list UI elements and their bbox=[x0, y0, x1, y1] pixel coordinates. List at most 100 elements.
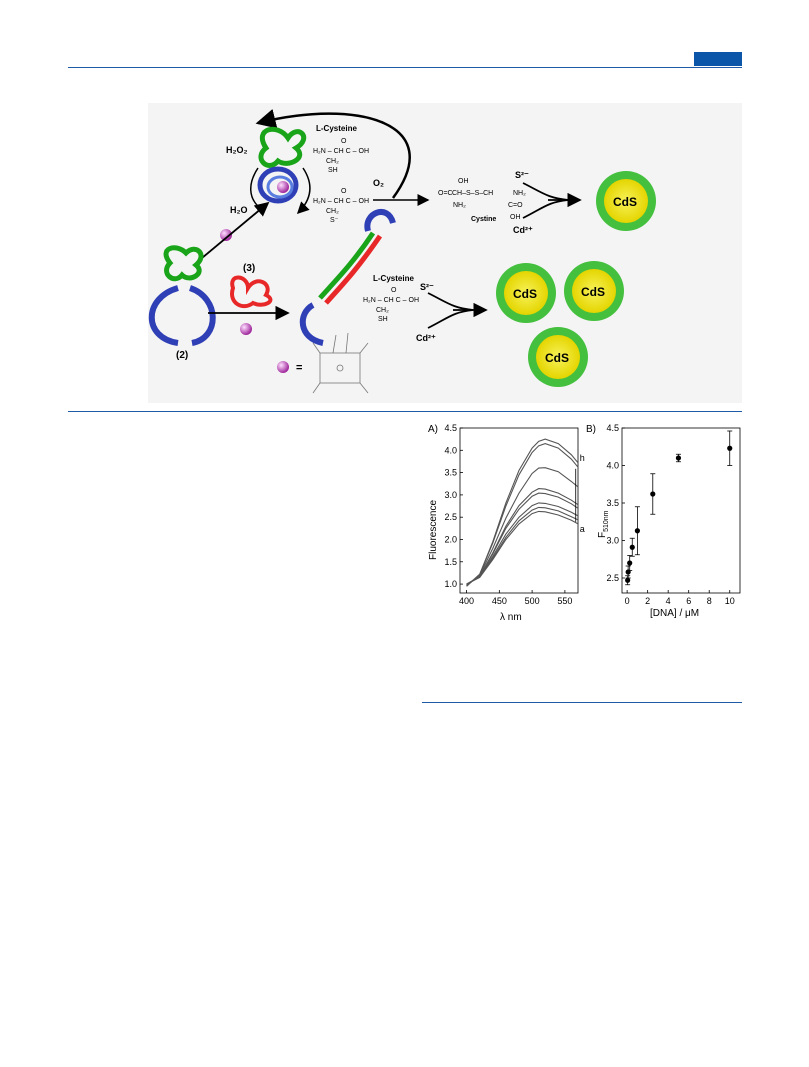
chart-a-curve-label-h: h bbox=[580, 453, 585, 463]
s2-bottom-label: S²⁻ bbox=[420, 282, 434, 292]
chart-a-series-line bbox=[466, 510, 579, 585]
chart-b-point bbox=[627, 560, 633, 566]
svg-text:CdS: CdS bbox=[545, 351, 569, 365]
chart-a-ytick-label: 2.5 bbox=[444, 512, 457, 522]
hairpin-2 bbox=[148, 245, 216, 346]
panel-b-label: B) bbox=[586, 424, 596, 435]
chart-a-ytick-label: 1.5 bbox=[444, 557, 457, 567]
chart-a-series-line bbox=[466, 488, 579, 586]
chart-b-point bbox=[625, 577, 631, 583]
dnazyme-complex bbox=[257, 126, 307, 204]
recycle-arrow bbox=[255, 109, 411, 199]
h2o-label: H₂O bbox=[230, 205, 248, 215]
chart-a-ytick-label: 3.0 bbox=[444, 490, 457, 500]
chart-b-point bbox=[629, 544, 635, 550]
figure-rule bbox=[68, 411, 742, 412]
bottom-rule bbox=[422, 702, 742, 703]
charts-svg: A) B) λ nm Fluorescence [DNA] / μM F510n… bbox=[428, 423, 741, 623]
cd2-top-label: Cd²⁺ bbox=[513, 225, 533, 235]
equals-label: = bbox=[296, 362, 302, 374]
chart-b-ytick-label: 2.5 bbox=[606, 573, 619, 583]
svg-text:OH: OH bbox=[510, 214, 521, 221]
chart-a-curve-label-a: a bbox=[580, 524, 585, 534]
hemin-sphere-2 bbox=[240, 323, 252, 335]
chart-b-xtick-label: 0 bbox=[625, 596, 630, 606]
chart-b-ylabel: F510nm bbox=[597, 510, 610, 538]
chart-a-ytick-label: 4.0 bbox=[444, 445, 457, 455]
chart-a-xtick-label: 400 bbox=[459, 596, 474, 606]
chart-a-series-line bbox=[466, 467, 579, 586]
svg-text:CH–S–S–CH: CH–S–S–CH bbox=[452, 190, 493, 197]
chart-b-point bbox=[634, 528, 640, 534]
cds-particle-2: CdS bbox=[496, 263, 556, 323]
cysteine-label-bottom: L-Cysteine bbox=[373, 274, 414, 283]
cds-particle-4: CdS bbox=[528, 327, 588, 387]
chart-b-ytick-label: 3.5 bbox=[606, 498, 619, 508]
svg-text:CdS: CdS bbox=[581, 285, 605, 299]
panel-a-label: A) bbox=[428, 424, 438, 435]
formula-cys3-d: SH bbox=[378, 316, 388, 323]
scheme-figure: H₂O₂ H₂O L-Cysteine O H₂N – CH C – OH CH… bbox=[148, 103, 742, 403]
chart-b-point bbox=[675, 455, 682, 461]
svg-text:NH₂: NH₂ bbox=[513, 190, 526, 197]
svg-text:C=O: C=O bbox=[508, 202, 523, 209]
chart-b-xtick-label: 6 bbox=[686, 596, 691, 606]
formula-cys3-c: CH₂ bbox=[376, 307, 389, 314]
svg-text:NH₂: NH₂ bbox=[453, 202, 466, 209]
formula-cys2-c: CH₂ bbox=[326, 208, 339, 215]
svg-text:OH: OH bbox=[458, 178, 469, 185]
header-rule bbox=[68, 67, 742, 68]
chart-a-series-line bbox=[466, 502, 579, 585]
chart-a-ytick-label: 1.0 bbox=[444, 579, 457, 589]
chart-b-ytick-label: 3.0 bbox=[606, 536, 619, 546]
chart-a-ylabel: Fluorescence bbox=[428, 500, 439, 560]
o2-label: O₂ bbox=[373, 178, 384, 188]
chart-b-xtick-label: 10 bbox=[725, 596, 735, 606]
label-3: (3) bbox=[243, 263, 255, 274]
chart-b-frame bbox=[621, 427, 741, 594]
chart-a-xtick-label: 450 bbox=[492, 596, 507, 606]
header-tab bbox=[694, 52, 742, 66]
cystine-label: Cystine bbox=[471, 216, 496, 223]
formula-cys2-a: O bbox=[341, 188, 347, 195]
charts-area: A) B) λ nm Fluorescence [DNA] / μM F510n… bbox=[420, 420, 750, 630]
chart-a-frame bbox=[459, 427, 579, 594]
duplex-product bbox=[299, 209, 396, 346]
chart-b-xtick-label: 8 bbox=[707, 596, 712, 606]
formula-cys3-a: O bbox=[391, 287, 397, 294]
cds-particle-1: CdS bbox=[596, 171, 656, 231]
formula-cys2-d: S⁻ bbox=[330, 217, 339, 224]
chart-a-series-line bbox=[466, 506, 579, 585]
formula-cys2-b: H₂N – CH C – OH bbox=[313, 198, 369, 205]
formula-cys1-b: H₂N – CH C – OH bbox=[313, 148, 369, 155]
chart-b-point bbox=[650, 491, 656, 497]
chart-a-xtick-label: 500 bbox=[525, 596, 540, 606]
cysteine-label-top: L-Cysteine bbox=[316, 124, 357, 133]
s2-top-label: S²⁻ bbox=[515, 170, 529, 180]
h2o2-label: H₂O₂ bbox=[226, 145, 248, 155]
chart-b-ytick-label: 4.5 bbox=[606, 423, 619, 433]
svg-text:O=C: O=C bbox=[438, 190, 453, 197]
chart-a-xtick-label: 550 bbox=[557, 596, 572, 606]
chart-b-xlabel: [DNA] / μM bbox=[650, 608, 699, 619]
chart-a-xlabel: λ nm bbox=[500, 612, 522, 623]
formula-cys1-a: O bbox=[341, 138, 347, 145]
cd2-bottom-label: Cd²⁺ bbox=[416, 333, 436, 343]
chart-a-ytick-label: 4.5 bbox=[444, 423, 457, 433]
label-2: (2) bbox=[176, 350, 188, 361]
svg-text:CdS: CdS bbox=[613, 195, 637, 209]
chart-b-xtick-label: 4 bbox=[666, 596, 671, 606]
hemin-sphere-1 bbox=[220, 229, 232, 241]
chart-b-ytick-label: 4.0 bbox=[606, 461, 619, 471]
strand-3 bbox=[230, 275, 273, 309]
chart-a-series-line bbox=[466, 438, 579, 587]
chart-a-ytick-label: 3.5 bbox=[444, 468, 457, 478]
hemin-legend-sphere bbox=[277, 361, 289, 373]
cds-particle-3: CdS bbox=[564, 261, 624, 321]
svg-text:CdS: CdS bbox=[513, 287, 537, 301]
chart-b-point bbox=[727, 445, 733, 451]
chart-b-xtick-label: 2 bbox=[645, 596, 650, 606]
formula-cys1-d: SH bbox=[328, 167, 338, 174]
chart-a-ytick-label: 2.0 bbox=[444, 534, 457, 544]
formula-cys1-c: CH₂ bbox=[326, 158, 339, 165]
